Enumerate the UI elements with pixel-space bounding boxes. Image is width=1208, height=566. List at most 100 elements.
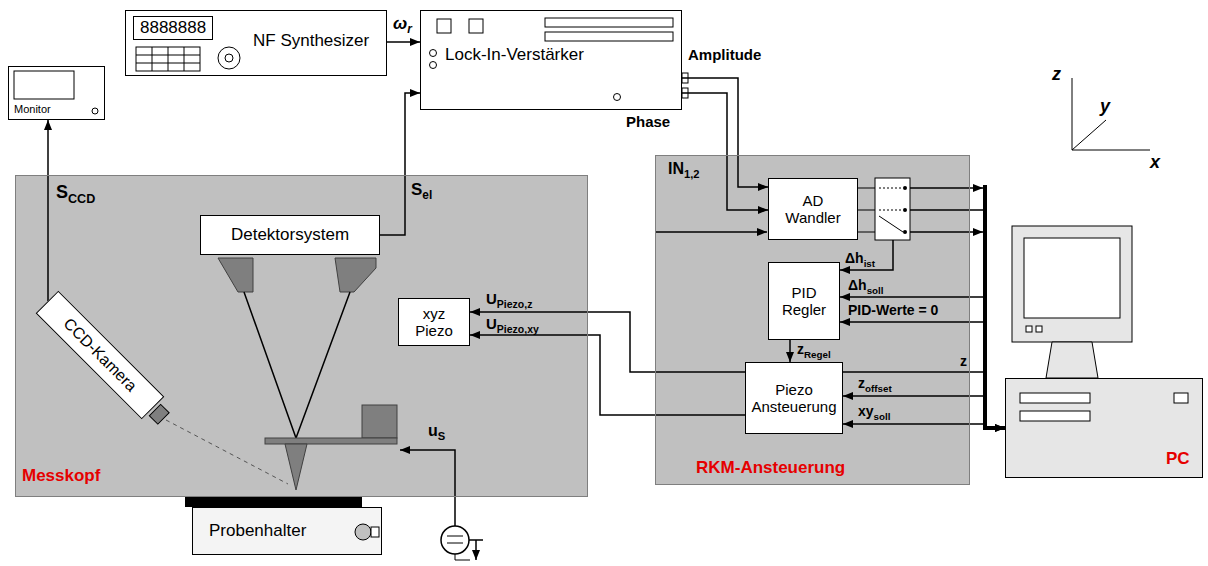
axis — [1072, 78, 1073, 150]
subscript: S — [438, 430, 445, 442]
bus-wire — [910, 231, 983, 233]
signal-arrow — [840, 322, 1005, 428]
detector-mirror — [335, 258, 376, 292]
signal-arrow — [840, 297, 1005, 428]
signal-name: ωr — [393, 14, 412, 37]
switch-contact — [879, 216, 903, 232]
data-bus — [985, 185, 1005, 428]
switch-contact — [903, 230, 907, 234]
lock-in-amplifier: Lock-In-Verstärker — [420, 10, 682, 110]
control-panel: RKM-Ansteuerung AD WandlerPID ReglerPiezo… — [655, 155, 970, 485]
bus-wire — [910, 187, 983, 189]
signal-arrow — [387, 41, 420, 43]
ground-wire — [455, 560, 470, 561]
node-text: Piezo Ansteuerung — [750, 381, 838, 416]
subscript: Piezo,xy — [497, 323, 539, 335]
signal-name: PID-Werte = 0 — [848, 302, 938, 318]
cantilever — [265, 438, 397, 444]
node-text: NF Synthesizer — [253, 31, 369, 51]
wire — [858, 210, 875, 211]
detector-box: Detektorsystem — [200, 215, 380, 255]
detector-mirror — [218, 258, 253, 292]
wire — [858, 232, 875, 233]
node-text: RKM-Ansteuerung — [696, 458, 845, 478]
signal-name: z — [960, 353, 967, 369]
axis — [1072, 150, 1150, 151]
ground-wire — [455, 554, 456, 560]
signal-name: zoffset — [858, 375, 892, 394]
piezo-box: xyz Piezo — [398, 298, 470, 346]
measuring-head-panel: Messkopf DetektorsystemCCD-Kamera xyz Piez… — [15, 175, 588, 497]
input-wire — [655, 231, 767, 233]
probe-tip — [285, 444, 307, 490]
axis — [1072, 120, 1106, 150]
laser-beam — [244, 292, 350, 438]
pc-button — [1026, 326, 1032, 332]
signal-arrow — [843, 424, 1005, 428]
switch-box — [875, 178, 910, 240]
subscript: r — [407, 22, 412, 36]
signal-name: Δhsoll — [848, 277, 884, 296]
node-text: Probenhalter — [209, 521, 306, 541]
signal-name: UPiezo,xy — [486, 315, 539, 335]
switch-contact — [903, 208, 907, 212]
signal-name: zRegel — [797, 341, 831, 360]
signal-arrow — [840, 240, 893, 270]
subscript: Piezo,z — [497, 298, 533, 310]
ad-converter: AD Wandler — [768, 178, 858, 240]
pc: PC — [1005, 378, 1203, 478]
bias-wire — [400, 450, 455, 526]
subscript: CCD — [68, 192, 95, 206]
signal-name: Phase — [626, 113, 670, 130]
node-text: Detektorsystem — [231, 225, 349, 245]
subscript: 1,2 — [684, 168, 700, 180]
node-text: xyz Piezo — [403, 305, 465, 340]
synthesizer: 8888888 NF Synthesizer — [125, 10, 387, 76]
signal-name: IN1,2 — [668, 160, 700, 181]
subscript: Regel — [804, 349, 831, 360]
pc-monitor — [1012, 226, 1132, 342]
signal-name: UPiezo,z — [486, 290, 532, 310]
node-text: AD Wandler — [773, 192, 853, 227]
ccd-camera: CCD-Kamera — [36, 291, 165, 420]
switch-contact — [879, 188, 903, 189]
sample-holder: Probenhalter — [192, 507, 382, 555]
ground-symbol — [475, 540, 477, 560]
pc-stand — [1046, 342, 1098, 378]
signal-name: y — [1100, 96, 1110, 117]
signal-name: Amplitude — [688, 46, 761, 63]
signal-name: SCCD — [56, 182, 95, 206]
signal-arrow — [789, 340, 791, 362]
node-text: 8888888 — [133, 16, 213, 40]
subscript: soll — [874, 411, 891, 422]
signal-arrow — [843, 396, 1005, 428]
pc-button — [1036, 326, 1042, 332]
node-text: CCD-Kamera — [60, 315, 141, 396]
subscript: el — [422, 188, 432, 202]
subscript: ist — [864, 258, 875, 269]
node-text: Messkopf — [22, 466, 100, 486]
signal-name: Δhist — [845, 250, 875, 269]
piezo-driver: Piezo Ansteuerung — [745, 362, 843, 434]
node-text: PID Regler — [773, 284, 835, 319]
switch-contact — [903, 186, 907, 190]
wire — [858, 188, 875, 189]
subscript: soll — [867, 285, 884, 296]
signal-name: xysoll — [858, 403, 890, 422]
signal-arrow — [47, 120, 49, 301]
switch-contact — [879, 210, 903, 211]
signal-arrow — [470, 312, 745, 372]
voltage-source — [441, 526, 469, 554]
panel-fill — [655, 155, 970, 485]
ground-symbol — [469, 539, 483, 541]
signal-arrow — [843, 372, 1005, 428]
signal-arrow — [682, 93, 768, 210]
signal-name: x — [1150, 152, 1160, 173]
monitor: Monitor — [8, 66, 105, 120]
panel-fill — [15, 175, 588, 497]
signal-name: Sel — [411, 180, 432, 203]
node-text: PC — [1166, 449, 1190, 469]
signal-arrow — [470, 335, 745, 415]
signal-name: z — [1052, 64, 1061, 85]
voltage-source — [447, 543, 463, 544]
